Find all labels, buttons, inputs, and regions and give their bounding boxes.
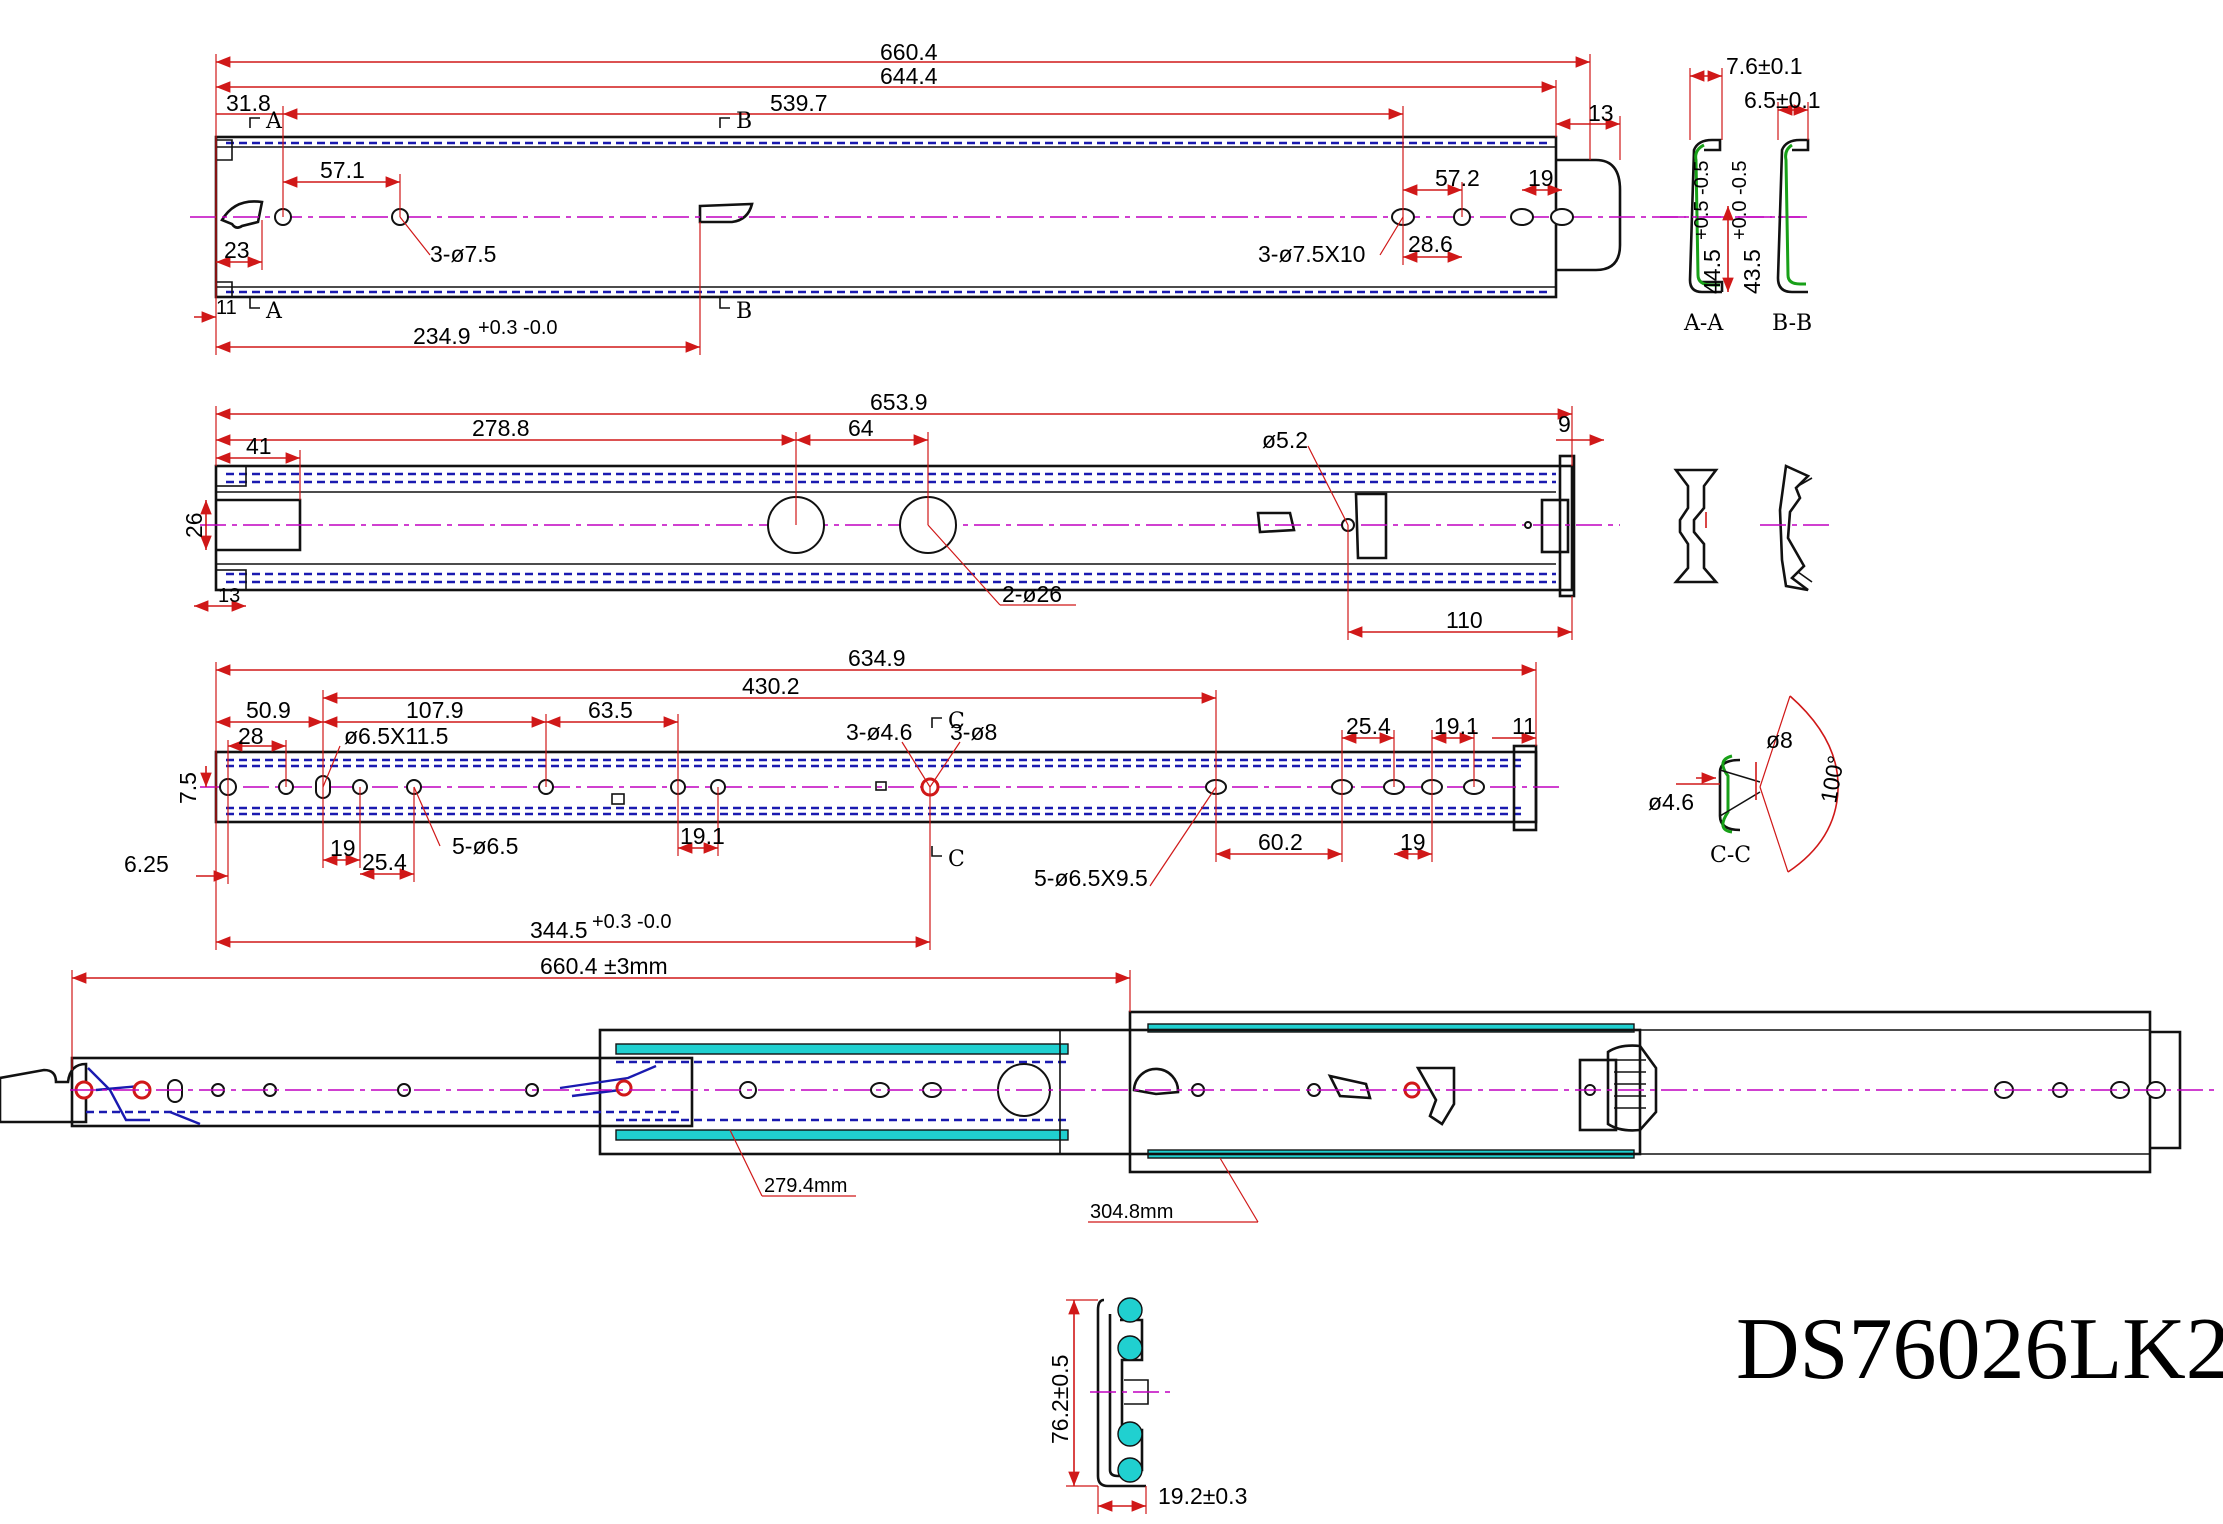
section-a-a: 7.6±0.1 44.5 +0.5 -0.5 A-A [1660, 53, 1803, 336]
dim-inner-overall: 634.9 [848, 645, 906, 671]
section-marks-c: C C [931, 709, 965, 872]
dim-middle-bottom-left: 13 [218, 585, 240, 607]
callout-slot-left: ø6.5X11.5 [344, 723, 448, 749]
dim-outer-pitch-left: 57.1 [320, 157, 365, 183]
section-mark-b-bottom: B [736, 299, 752, 324]
section-mark-a-top: A [265, 109, 283, 134]
dim-outer-overall: 660.4 [880, 39, 938, 65]
dim-outer-slot-pitch: 28.6 [1408, 231, 1453, 257]
section-b-b: 6.5±0.1 43.5 +0.0 -0.5 B-B [1729, 87, 1821, 336]
section-bb-height: 43.5 [1739, 249, 1765, 294]
dim-inner-25-4-left: 25.4 [362, 849, 407, 875]
view-outer-member: 660.4 644.4 539.7 31.8 13 57.1 57.2 19 2… [190, 39, 1810, 355]
profile-height-dim: 76.2±0.5 [1047, 1355, 1073, 1444]
dim-inner-344-5-tol: +0.3 -0.0 [592, 911, 672, 933]
dim-middle-hole-pitch: 64 [848, 415, 874, 441]
callout-slots-right: 5-ø6.5X9.5 [1034, 865, 1148, 891]
dim-inner-344-5: 344.5 [530, 917, 588, 943]
dim-inner-107-9: 107.9 [406, 697, 464, 723]
section-bb-label: B-B [1772, 311, 1812, 336]
view1-dimension-lines [194, 54, 1621, 355]
dim-middle-end-gap: 9 [1558, 411, 1571, 437]
section-cc-label: C-C [1710, 843, 1751, 868]
callout-big-holes: 2-ø26 [1002, 581, 1062, 607]
dim-inner-60-2: 60.2 [1258, 829, 1303, 855]
section-mark-a-bottom: A [265, 299, 283, 324]
dim-inner-25-4-right: 25.4 [1346, 713, 1391, 739]
dim-assembly-outer-len: 304.8mm [1090, 1201, 1173, 1223]
view3-dimension-texts: 634.9 430.2 50.9 28 107.9 63.5 25.4 19.1… [124, 645, 1536, 943]
view3-dimension-lines [196, 662, 1537, 950]
callout-holes-4-6: 3-ø4.6 [846, 719, 912, 745]
assembly-inner-member [0, 1056, 2166, 1128]
section-aa-top-dim: 7.6±0.1 [1726, 53, 1803, 79]
section-cc-d8: ø8 [1766, 727, 1793, 753]
section-aa-height-tol: +0.5 -0.5 [1691, 160, 1713, 240]
assembly-dimension-lines [71, 970, 1259, 1223]
section-c-c: ø8 ø4.6 100° C-C [1648, 695, 1849, 873]
dim-inner-19-1-right: 19.1 [1434, 713, 1479, 739]
section-cc-angle: 100° [1815, 753, 1849, 804]
callout-holes-right: 3-ø7.5X10 [1258, 241, 1365, 267]
section-mark-c-bottom: C [948, 847, 965, 872]
dim-outer-end-gap: 13 [1588, 100, 1614, 126]
callout-small-hole: ø5.2 [1262, 427, 1308, 453]
dim-outer-pitch-right: 57.2 [1435, 165, 1480, 191]
dim-inner-7-5: 7.5 [175, 772, 201, 804]
dim-middle-overall: 653.9 [870, 389, 928, 415]
callout-holes-left: 3-ø7.5 [430, 241, 496, 267]
dim-inner-50-9: 50.9 [246, 697, 291, 723]
assembly-outer-member [1128, 1010, 2182, 1174]
dim-inner-11: 11 [1512, 713, 1536, 739]
dim-middle-right-len: 110 [1446, 607, 1483, 633]
view2-dimension-lines [194, 406, 1604, 640]
dim-assembly-extension: 660.4 ±3mm [540, 953, 668, 979]
section-mark-c-top: C [948, 709, 965, 734]
dim-middle-to-hole: 278.8 [472, 415, 530, 441]
dim-inner-19-1-mid: 19.1 [680, 823, 725, 849]
dim-outer-inner: 644.4 [880, 63, 938, 89]
section-bb-top-dim: 6.5±0.1 [1744, 87, 1821, 113]
profile-width-dim: 19.2±0.3 [1158, 1483, 1247, 1509]
middle-profile-sections [1673, 464, 1830, 592]
dim-outer-pitch-end: 19 [1528, 165, 1554, 191]
view-profile-section: 76.2±0.5 19.2±0.3 [1047, 1297, 1247, 1514]
dim-outer-left-edge: 11 [216, 297, 237, 319]
dim-outer-end-offset: 31.8 [226, 90, 271, 116]
view-middle-member: 653.9 278.8 64 9 41 26 13 110 ø5.2 2-ø26 [181, 389, 1620, 640]
view1-dimension-texts: 660.4 644.4 539.7 31.8 13 57.1 57.2 19 2… [216, 39, 1614, 349]
dim-inner-19-left: 19 [330, 835, 356, 861]
section-bb-height-tol: +0.0 -0.5 [1729, 160, 1751, 240]
dim-outer-left-notch: 23 [224, 237, 250, 263]
dim-inner-span: 430.2 [742, 673, 800, 699]
dim-inner-19-right: 19 [1400, 829, 1426, 855]
dim-inner-28: 28 [238, 723, 264, 749]
dim-inner-6-25: 6.25 [124, 851, 169, 877]
callout-holes-6-5: 5-ø6.5 [452, 833, 518, 859]
dim-outer-hole-span: 539.7 [770, 90, 828, 116]
dim-outer-section-b-tol: +0.3 -0.0 [478, 317, 558, 339]
dim-middle-height: 26 [181, 512, 207, 538]
dim-inner-63-5: 63.5 [588, 697, 633, 723]
part-number: DS76026LK2 [1736, 1301, 2223, 1398]
dim-middle-left-step: 41 [246, 433, 272, 459]
view-assembly: 660.4 ±3mm 279.4mm 304.8mm [0, 953, 2216, 1223]
section-cc-d4-6: ø4.6 [1648, 789, 1694, 815]
section-mark-b-top: B [736, 109, 752, 134]
section-marks-ab: A A B B [249, 109, 752, 324]
dim-outer-section-b: 234.9 [413, 323, 471, 349]
callout-holes-8: 3-ø8 [950, 719, 997, 745]
view-inner-member: 634.9 430.2 50.9 28 107.9 63.5 25.4 19.1… [124, 645, 1560, 950]
dim-assembly-middle-len: 279.4mm [764, 1175, 847, 1197]
section-aa-label: A-A [1683, 311, 1724, 336]
middle-member-body [214, 454, 1576, 598]
section-aa-height: 44.5 [1699, 249, 1725, 294]
view2-dimension-texts: 653.9 278.8 64 9 41 26 13 110 ø5.2 2-ø26 [181, 389, 1571, 633]
